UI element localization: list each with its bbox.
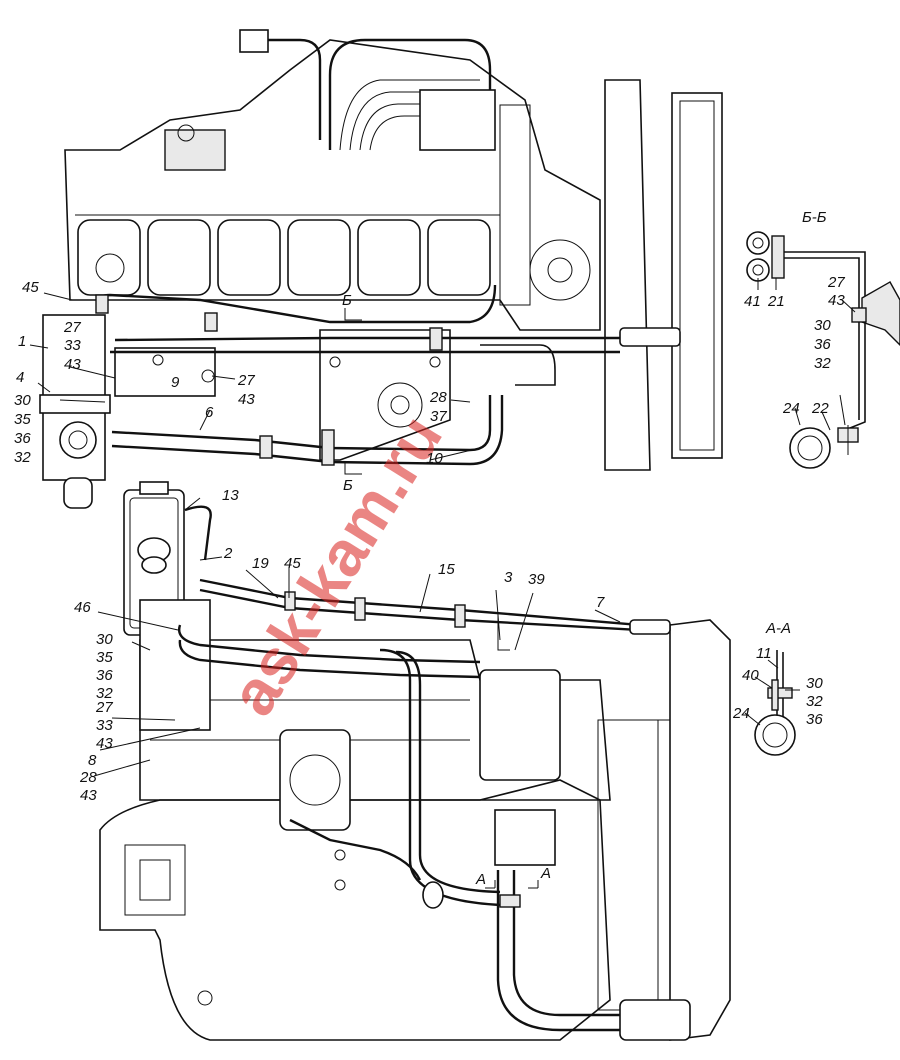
cut-line-b-bottom: [344, 462, 362, 475]
callout-35: 35: [14, 411, 31, 428]
callout-6: 6: [205, 404, 214, 421]
callout-36: 36: [96, 667, 113, 684]
callout-8: 8: [88, 752, 97, 769]
callout-10: 10: [426, 450, 443, 467]
section-bb-title: Б-Б: [802, 209, 827, 226]
callout-24: 24: [782, 400, 800, 417]
callout-28: 28: [429, 389, 447, 406]
callout-32: 32: [14, 449, 31, 466]
callout-43: 43: [828, 292, 845, 309]
callout-33: 33: [96, 717, 113, 734]
callout-41: 41: [744, 293, 761, 310]
callout-43: 43: [96, 735, 113, 752]
section-bb-detail: [746, 231, 900, 469]
callout-45: 45: [284, 555, 301, 572]
callout-43: 43: [80, 787, 97, 804]
coolant-pipes-bottom: [178, 505, 671, 1032]
leader-lines: [29, 278, 856, 777]
cylinder-covers: [77, 219, 491, 296]
expansion-tank-2: [123, 481, 211, 731]
pulley-fan: [529, 79, 723, 471]
callout-27: 27: [237, 372, 255, 389]
callout-27: 27: [63, 319, 81, 336]
callout-9: 9: [171, 374, 180, 391]
callout-15: 15: [438, 561, 455, 578]
callout-45: 45: [22, 279, 39, 296]
callout-labels: 45 1 27 33 43 4 30 35 36 32 9 6 27 43 28…: [14, 274, 845, 804]
callout-32: 32: [806, 693, 823, 710]
pipe-9-plate: [114, 347, 216, 397]
callout-36: 36: [814, 336, 831, 353]
section-aa-detail: [754, 650, 796, 756]
callout-36: 36: [806, 711, 823, 728]
cut-line-b-top: [344, 308, 362, 321]
mounting-bracket: [319, 329, 451, 461]
coolant-pipes-top: [95, 284, 681, 466]
callout-1: 1: [18, 333, 26, 350]
cut-line-a-right: [528, 880, 539, 889]
cut-mark-b-top: Б: [342, 292, 352, 309]
callout-22: 22: [811, 400, 829, 417]
callout-30: 30: [96, 631, 113, 648]
cut-line-a-left: [485, 880, 496, 889]
callout-27: 27: [827, 274, 845, 291]
callout-35: 35: [96, 649, 113, 666]
callout-13: 13: [222, 487, 239, 504]
callout-30: 30: [814, 317, 831, 334]
cut-mark-b-bottom: Б: [343, 477, 353, 494]
callout-36: 36: [14, 430, 31, 447]
callout-30: 30: [14, 392, 31, 409]
bottom-engine-view: [99, 481, 731, 1041]
callout-37: 37: [430, 408, 447, 425]
callout-2: 2: [223, 545, 233, 562]
alternator: [479, 669, 561, 781]
callout-7: 7: [596, 594, 605, 611]
callout-43: 43: [64, 356, 81, 373]
starter: [494, 809, 556, 866]
callout-21: 21: [767, 293, 785, 310]
section-aa-title: А-А: [765, 620, 791, 637]
callout-46: 46: [74, 599, 91, 616]
callout-19: 19: [252, 555, 269, 572]
callout-11: 11: [756, 645, 772, 662]
callout-39: 39: [528, 571, 545, 588]
callout-4: 4: [16, 369, 24, 386]
callout-40: 40: [742, 667, 759, 684]
top-engine-view: [39, 29, 723, 509]
cut-mark-a-left: А: [475, 871, 486, 888]
turbocharger: [279, 729, 351, 831]
callout-28: 28: [79, 769, 97, 786]
injection-pump: [164, 29, 531, 306]
cut-mark-a-right: А: [540, 865, 551, 882]
callout-43: 43: [238, 391, 255, 408]
expansion-tank-1: [39, 314, 111, 509]
callout-24: 24: [732, 705, 750, 722]
callout-33: 33: [64, 337, 81, 354]
callout-30: 30: [806, 675, 823, 692]
callout-32: 32: [96, 685, 113, 702]
callout-32: 32: [814, 355, 831, 372]
tank-bracket-8: [139, 599, 211, 731]
radiator: [597, 619, 731, 1041]
callout-27: 27: [95, 699, 113, 716]
callout-3: 3: [504, 569, 513, 586]
